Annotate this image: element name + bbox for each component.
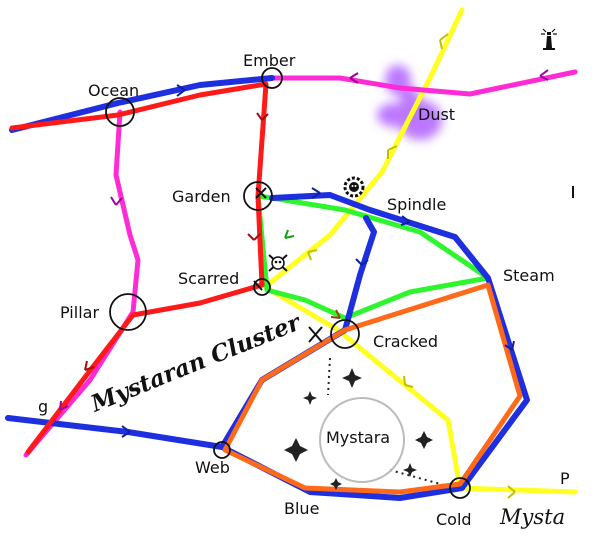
- crossed-swords-icon: [253, 187, 323, 343]
- label-cracked: Cracked: [373, 332, 438, 351]
- lighthouse-icon: [541, 28, 557, 50]
- edge-label-left: g: [38, 397, 48, 416]
- edge-mark: [572, 186, 574, 198]
- node-pillar[interactable]: [109, 293, 147, 331]
- node-ember[interactable]: [261, 67, 283, 89]
- label-blue: Blue: [284, 499, 319, 518]
- node-mystara[interactable]: [319, 397, 405, 483]
- route-magenta: [23, 69, 578, 458]
- system-nodes: [105, 67, 471, 499]
- route-orange: [222, 282, 523, 495]
- label-pillar: Pillar: [60, 303, 99, 322]
- label-web: Web: [195, 458, 230, 477]
- edge-label-right: P: [560, 469, 570, 488]
- route-green: [255, 193, 491, 321]
- node-cold[interactable]: [449, 477, 471, 499]
- label-mystara: Mystara: [326, 428, 390, 447]
- label-ember: Ember: [243, 51, 296, 70]
- mystara-dotted-links: [327, 357, 463, 491]
- label-scarred: Scarred: [178, 269, 239, 288]
- node-garden[interactable]: [243, 181, 273, 211]
- node-scarred[interactable]: [253, 278, 271, 296]
- node-cracked[interactable]: [330, 319, 360, 349]
- node-ocean[interactable]: [105, 97, 135, 127]
- offmap-label: Mysta: [499, 505, 565, 529]
- region-label: Mystaran Cluster: [86, 308, 306, 418]
- label-dust: Dust: [418, 105, 455, 124]
- route-arrow-marks: [59, 33, 549, 499]
- label-cold: Cold: [436, 510, 472, 529]
- node-web[interactable]: [213, 441, 231, 459]
- label-garden: Garden: [172, 187, 231, 206]
- system-labels: Ember Ocean Dust Garden Spindle Scarred …: [38, 51, 570, 529]
- label-steam: Steam: [503, 266, 555, 285]
- skull-crossbones-icon: [268, 254, 288, 272]
- label-spindle: Spindle: [387, 195, 446, 214]
- black-hole-icon: [284, 368, 433, 490]
- label-ocean: Ocean: [88, 81, 139, 100]
- gear-hazard-icon: [343, 176, 365, 198]
